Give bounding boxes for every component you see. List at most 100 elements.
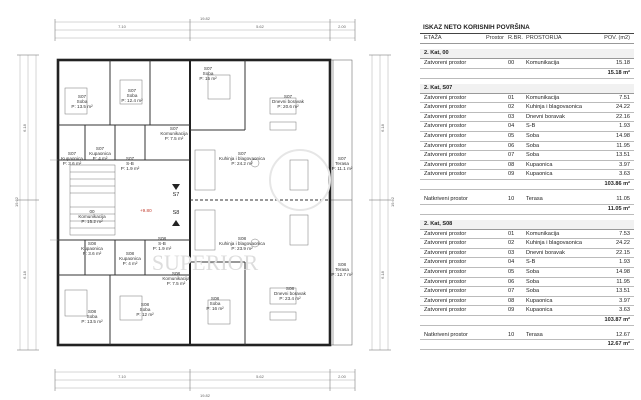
cell-rbr: 08	[508, 161, 515, 168]
total-value: 103.86 m²	[604, 180, 631, 187]
cell-prostor	[486, 249, 508, 258]
cell-prostor	[486, 161, 508, 170]
cell-etaza: Zatvoreni prostor	[424, 132, 467, 139]
cell-etaza: Zatvoreni prostor	[424, 297, 467, 304]
cell-prostorija: Soba	[526, 278, 540, 285]
table-title: ISKAZ NETO KORISNIH POVRŠINA	[420, 22, 634, 34]
cell-rbr: 04	[508, 259, 515, 266]
dim-top-seg-3: 2.00	[338, 24, 347, 29]
cell-prostorija: Terasa	[526, 331, 543, 338]
cell-prostor	[486, 122, 508, 131]
table-header: ETAŽA Prostor R.BR. PROSTORIJA POV. (m2)	[420, 34, 634, 44]
total-spacer	[420, 316, 486, 325]
cell-pov: 1.93	[619, 123, 630, 130]
cell-pov: 7.51	[619, 94, 630, 101]
cell-pov: 12.67	[616, 331, 630, 338]
header-rbr: R.BR.	[508, 35, 523, 41]
cell-rbr: 02	[508, 240, 515, 247]
cell-prostorija: Kuhinja i blagovaonica	[526, 104, 582, 111]
cell-pov: 3.97	[619, 297, 630, 304]
cell-prostor	[486, 170, 508, 179]
area-table: ISKAZ NETO KORISNIH POVRŠINA ETAŽA Prost…	[420, 22, 634, 355]
cell-prostor	[486, 113, 508, 122]
total-value: 12.67 m²	[607, 341, 630, 348]
cell-etaza: Zatvoreni prostor	[424, 230, 467, 237]
stair-arrows	[172, 184, 180, 226]
cell-prostorija: Terasa	[526, 195, 543, 202]
terrace-outlines	[329, 59, 353, 346]
cell-etaza: Zatvoreni prostor	[424, 152, 467, 159]
header-etaza: ETAŽA	[424, 35, 442, 41]
stair	[69, 164, 116, 236]
cell-prostorija: Komunikacija	[526, 94, 560, 101]
section-total: 11.05 m²	[420, 205, 634, 215]
total-value: 11.05 m²	[607, 205, 630, 212]
cell-rbr: 03	[508, 249, 515, 256]
cell-pov: 11.95	[616, 278, 630, 285]
cell-prostorija: Komunikacija	[526, 60, 560, 66]
cell-prostorija: Dnevni boravak	[526, 113, 565, 120]
cell-rbr: 09	[508, 307, 515, 314]
cell-pov: 3.63	[619, 307, 630, 314]
section-total: 103.86 m²	[420, 180, 634, 190]
dim-right-seg-2: 6.18	[380, 270, 385, 279]
cell-pov: 14.98	[616, 132, 630, 139]
cell-pov: 11.05	[616, 195, 630, 202]
cell-prostorija: S-B	[526, 259, 536, 266]
section-header: 2. Kat, S08	[420, 219, 634, 230]
dim-left-seg-1: 6.18	[22, 123, 27, 132]
cell-prostor	[486, 258, 508, 267]
dim-top-total: 19.82	[200, 16, 211, 21]
cell-prostor	[486, 230, 508, 239]
cell-etaza: Zatvoreni prostor	[424, 307, 467, 314]
cell-pov: 3.97	[619, 161, 630, 168]
cell-rbr: 06	[508, 142, 515, 149]
dim-bottom-seg-3: 2.00	[338, 374, 347, 379]
section-total: 12.67 m²	[420, 340, 634, 351]
cell-prostorija: Soba	[526, 268, 540, 275]
dimension-lines	[19, 21, 389, 389]
cell-prostor	[486, 94, 508, 103]
dim-bottom-seg-2: 5.62	[256, 374, 265, 379]
cell-prostor	[486, 297, 508, 306]
cell-rbr: 08	[508, 297, 515, 304]
table-row: Zatvoreni prostor 08 Kupaonica 3.97	[420, 297, 634, 307]
cell-prostor	[486, 195, 508, 204]
cell-pov: 3.63	[619, 171, 630, 178]
outer-walls	[56, 58, 332, 347]
cell-prostor	[486, 239, 508, 248]
total-spacer	[420, 340, 486, 349]
cell-etaza: Zatvoreni prostor	[424, 161, 467, 168]
cell-etaza: Natkriveni prostor	[424, 331, 468, 338]
cell-prostor	[486, 306, 508, 315]
axis-lines	[50, 159, 58, 241]
dim-right-total: 19.62	[390, 196, 395, 207]
cell-prostorija: Kupaonica	[526, 297, 553, 304]
dim-left-seg-2: 6.18	[22, 270, 27, 279]
cell-prostorija: Kuhinja i blagovaonica	[526, 240, 582, 247]
cell-prostorija: Soba	[526, 142, 540, 149]
cell-rbr: 03	[508, 113, 515, 120]
total-value: 103.87 m²	[604, 316, 631, 323]
floor-plan: 19.82 7.10 5.62 2.00 19.82 7.10 5.62 2.0…	[14, 16, 395, 398]
